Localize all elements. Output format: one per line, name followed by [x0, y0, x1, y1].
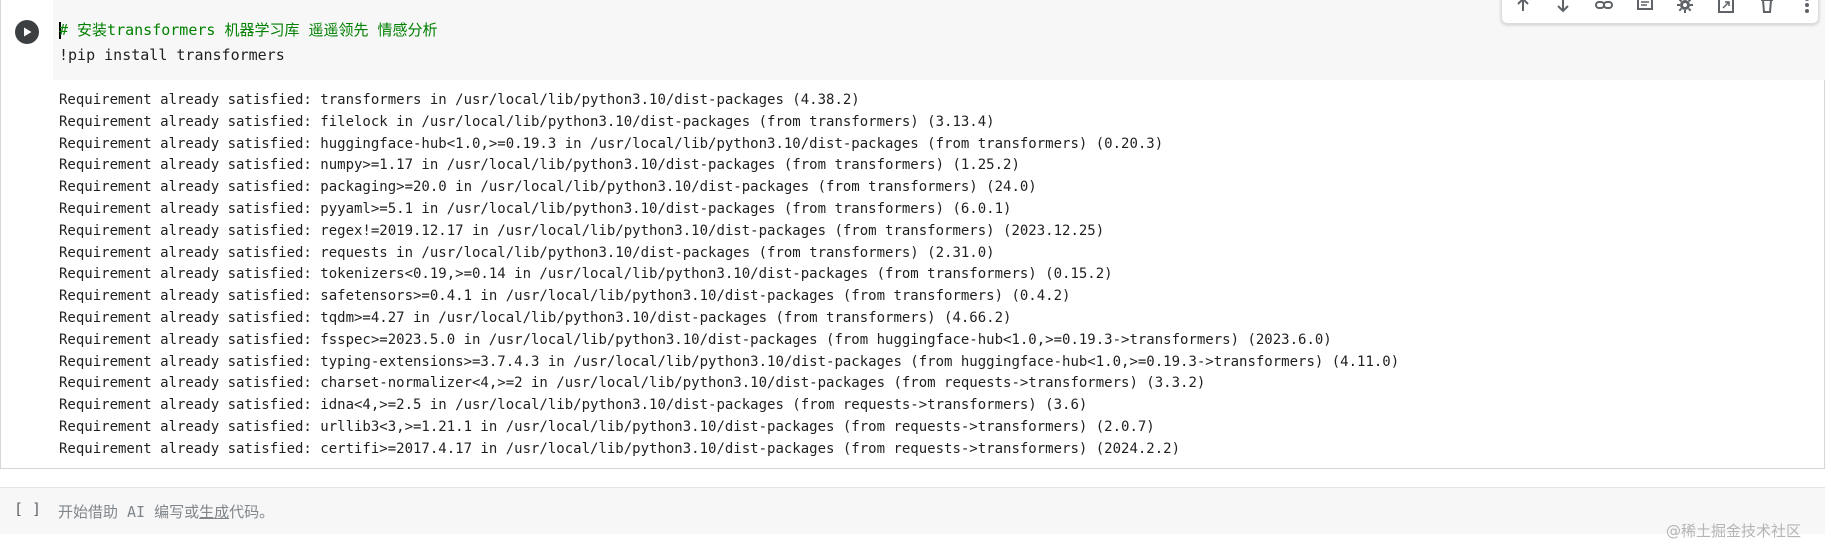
code-cell[interactable]: # 安装transformers 机器学习库 遥遥领先 情感分析 !pip in…	[0, 0, 1825, 469]
output-line: Requirement already satisfied: pyyaml>=5…	[59, 200, 1012, 217]
output-line: Requirement already satisfied: transform…	[59, 92, 860, 108]
ai-hint-prefix: 开始借助 AI 编写或	[58, 503, 200, 521]
output-line: Requirement already satisfied: filelock …	[59, 113, 995, 130]
arrow-up-icon[interactable]	[1512, 0, 1534, 16]
output-line: Requirement already satisfied: huggingfa…	[59, 135, 1164, 152]
output-line: Requirement already satisfied: numpy>=1.…	[59, 157, 1020, 174]
watermark: @稀土掘金技术社区	[1665, 522, 1801, 540]
cell-toolbar	[1501, 0, 1819, 24]
output-line: Requirement already satisfied: urllib3<3…	[59, 418, 1155, 435]
gear-icon[interactable]	[1675, 0, 1697, 16]
cell-output: Requirement already satisfied: transform…	[59, 90, 1799, 461]
output-line: Requirement already satisfied: packaging…	[59, 179, 1037, 196]
code-command-line[interactable]: !pip install transformers	[59, 46, 285, 64]
trash-icon[interactable]	[1756, 0, 1778, 16]
output-line: Requirement already satisfied: tqdm>=4.2…	[59, 309, 1012, 326]
cell-execution-brackets: [ ]	[14, 500, 42, 518]
code-comment-line[interactable]: # 安装transformers 机器学习库 遥遥领先 情感分析	[59, 21, 438, 39]
output-line: Requirement already satisfied: regex!=20…	[59, 222, 1105, 239]
link-icon[interactable]	[1593, 0, 1615, 16]
output-line: Requirement already satisfied: charset-n…	[59, 375, 1206, 392]
output-line: Requirement already satisfied: typing-ex…	[59, 353, 1400, 370]
empty-code-cell[interactable]: [ ] 开始借助 AI 编写或生成代码。	[0, 487, 1825, 534]
arrow-down-icon[interactable]	[1553, 0, 1575, 16]
ai-hint-suffix: 代码。	[229, 503, 275, 521]
output-line: Requirement already satisfied: certifi>=…	[59, 440, 1181, 457]
output-line: Requirement already satisfied: requests …	[59, 244, 995, 261]
output-line: Requirement already satisfied: idna<4,>=…	[59, 397, 1088, 414]
comment-icon[interactable]	[1634, 0, 1656, 16]
output-line: Requirement already satisfied: tokenizer…	[59, 266, 1113, 283]
more-vert-icon[interactable]	[1796, 0, 1818, 16]
text-cursor	[59, 22, 61, 39]
generate-code-link[interactable]: 生成	[199, 503, 230, 521]
output-line: Requirement already satisfied: fsspec>=2…	[59, 331, 1332, 348]
run-cell-button[interactable]	[15, 20, 39, 44]
play-icon	[24, 27, 32, 37]
mirror-cell-icon[interactable]	[1715, 0, 1737, 16]
output-line: Requirement already satisfied: safetenso…	[59, 288, 1071, 305]
ai-hint-text: 开始借助 AI 编写或生成代码。	[58, 501, 274, 522]
